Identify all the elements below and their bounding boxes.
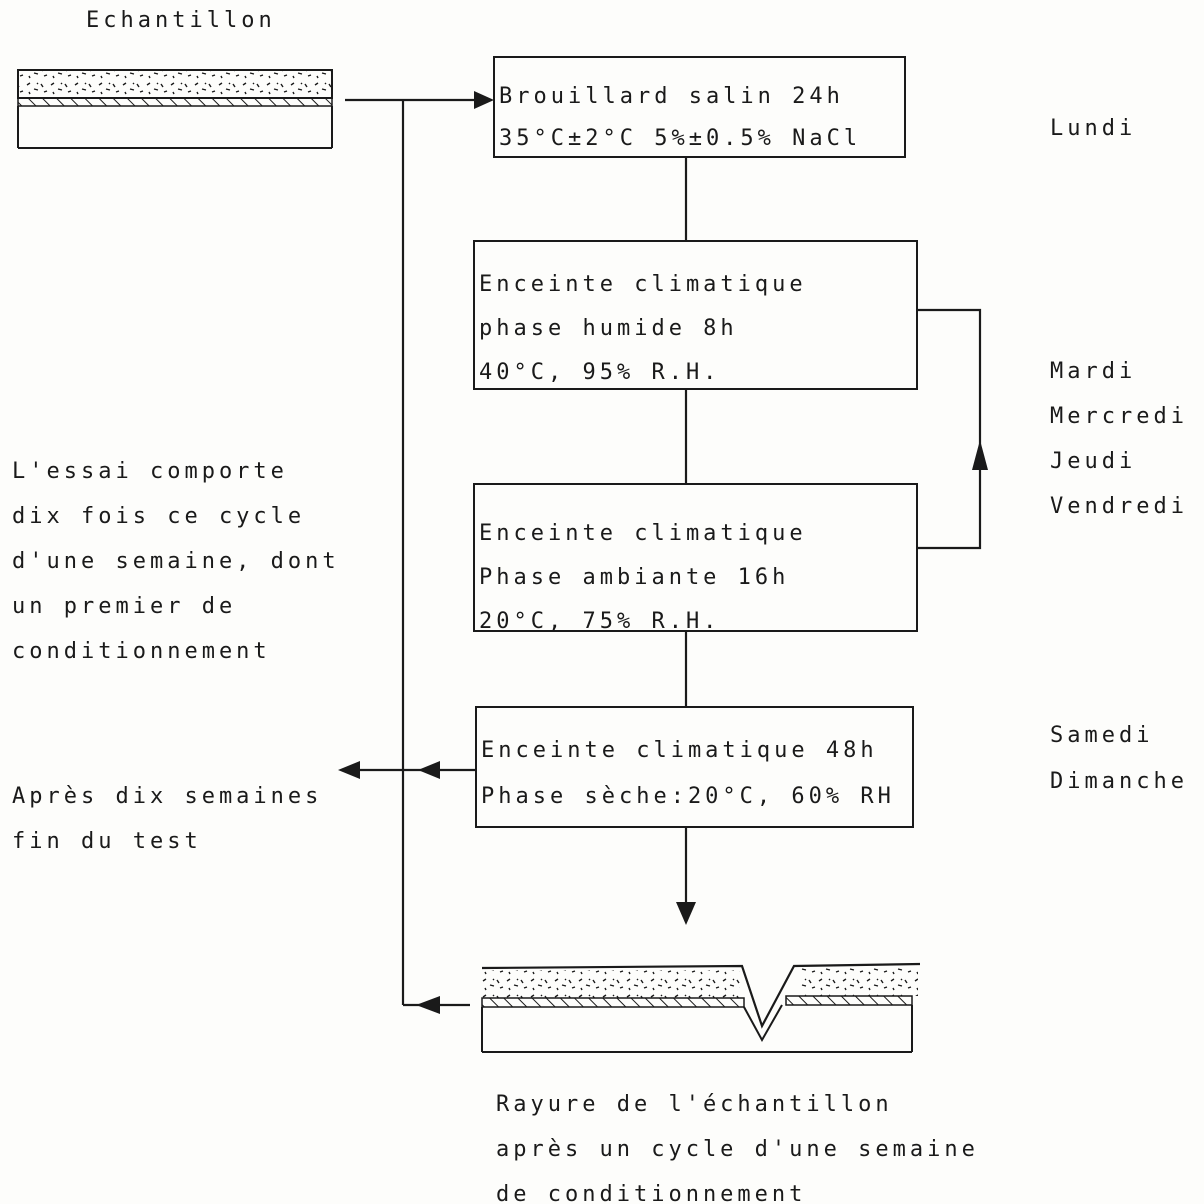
day-label: Jeudi xyxy=(1050,449,1137,474)
arrowhead-to-scratched-sample xyxy=(676,902,696,925)
box-line: Enceinte climatique xyxy=(479,272,807,297)
day-label: Lundi xyxy=(1050,116,1137,141)
box-line: 40°C, 95% R.H. xyxy=(479,360,721,385)
loop-arrowhead xyxy=(972,440,988,470)
day-label: Mercredi xyxy=(1050,404,1188,429)
box-line: Enceinte climatique 48h xyxy=(481,738,878,763)
note-line: L'essai comporte xyxy=(12,459,288,484)
dry-phase-box: Enceinte climatique 48h Phase sèche:20°C… xyxy=(475,706,914,828)
box-line: 20°C, 75% R.H. xyxy=(479,609,721,634)
note-line: conditionnement xyxy=(12,639,271,664)
sample-specimen-top xyxy=(17,69,333,149)
sample-specimen-scratched xyxy=(481,962,921,1053)
box-line: Phase sèche:20°C, 60% RH xyxy=(481,784,895,809)
note-line: Après dix semaines xyxy=(12,784,323,809)
return-arrowhead xyxy=(416,996,440,1014)
note-line: fin du test xyxy=(12,829,202,854)
ambient-phase-box: Enceinte climatique Phase ambiante 16h 2… xyxy=(473,483,918,634)
day-label: Samedi xyxy=(1050,723,1154,748)
box-line: 35°C±2°C 5%±0.5% NaCl xyxy=(499,126,862,151)
note-line: dix fois ce cycle xyxy=(12,504,306,529)
note-line: Rayure de l'échantillon xyxy=(496,1092,893,1117)
day-label: Vendredi xyxy=(1050,494,1188,519)
note-line: un premier de xyxy=(12,594,237,619)
box-line: Brouillard salin 24h xyxy=(499,84,844,109)
humid-ambient-loop xyxy=(918,308,982,550)
exit-arrowhead xyxy=(338,761,360,779)
day-label: Mardi xyxy=(1050,359,1137,384)
box-line: Phase ambiante 16h xyxy=(479,565,790,590)
arrowhead-sample-to-salt-fog xyxy=(474,91,494,109)
note-line: après un cycle d'une semaine xyxy=(496,1137,979,1162)
sample-label: Echantillon xyxy=(86,8,276,33)
note-line: d'une semaine, dont xyxy=(12,549,340,574)
day-label: Dimanche xyxy=(1050,769,1188,794)
note-line: de conditionnement xyxy=(496,1182,807,1204)
box-line: phase humide 8h xyxy=(479,316,738,341)
humid-phase-box: Enceinte climatique phase humide 8h 40°C… xyxy=(473,240,918,390)
salt-fog-box: Brouillard salin 24h 35°C±2°C 5%±0.5% Na… xyxy=(493,56,906,158)
box-line: Enceinte climatique xyxy=(479,521,807,546)
